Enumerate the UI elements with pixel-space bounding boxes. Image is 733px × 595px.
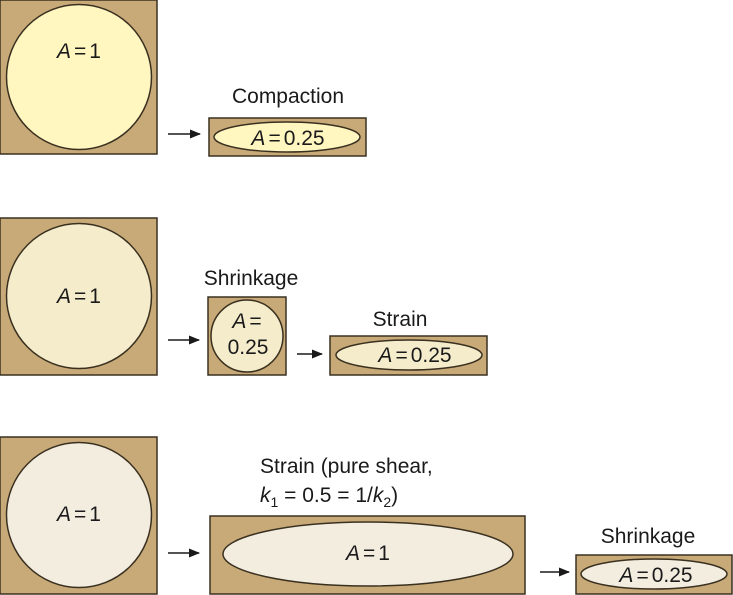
row1-initial-area-label: A=1 bbox=[55, 40, 101, 63]
row3-step1-title-line2: k1 = 0.5 = 1/k2) bbox=[260, 484, 398, 510]
row3-initial-area-label: A=1 bbox=[55, 503, 101, 526]
row3-step1-title-line1: Strain (pure shear, bbox=[260, 455, 433, 478]
row1-step1-title: Compaction bbox=[232, 85, 344, 108]
row-shrinkage-strain: A=1 Shrinkage A= 0.25 Strain A=0.25 bbox=[0, 217, 488, 376]
row2-step1-area-label-value: 0.25 bbox=[228, 336, 269, 359]
row-strain-shrinkage: A=1 Strain (pure shear, k1 = 0.5 = 1/k2)… bbox=[0, 436, 733, 595]
row3-step2-title: Shrinkage bbox=[601, 525, 696, 548]
row3-step2-area-label: A=0.25 bbox=[617, 564, 692, 587]
row1-initial-grain bbox=[5, 3, 153, 151]
row3-initial-grain bbox=[5, 441, 153, 589]
row1-step1-grain bbox=[213, 121, 361, 153]
row2-initial-grain bbox=[5, 222, 153, 370]
row2-step2-title: Strain bbox=[373, 308, 428, 331]
row2-step2-grain bbox=[335, 339, 483, 371]
row-compaction: A=1 Compaction A=0.25 bbox=[0, 0, 367, 157]
row3-step1-grain bbox=[222, 521, 514, 587]
row3-step1-area-label: A=1 bbox=[344, 542, 390, 565]
row2-step1-grain bbox=[210, 299, 284, 373]
row3-step2-grain bbox=[580, 558, 728, 590]
row2-step1-title: Shrinkage bbox=[204, 267, 299, 290]
row1-step1-area-label: A=0.25 bbox=[249, 127, 324, 150]
row2-initial-area-label: A=1 bbox=[55, 285, 101, 308]
row2-step2-area-label: A=0.25 bbox=[376, 344, 451, 367]
row2-step1-area-label-top: A= bbox=[230, 310, 261, 333]
